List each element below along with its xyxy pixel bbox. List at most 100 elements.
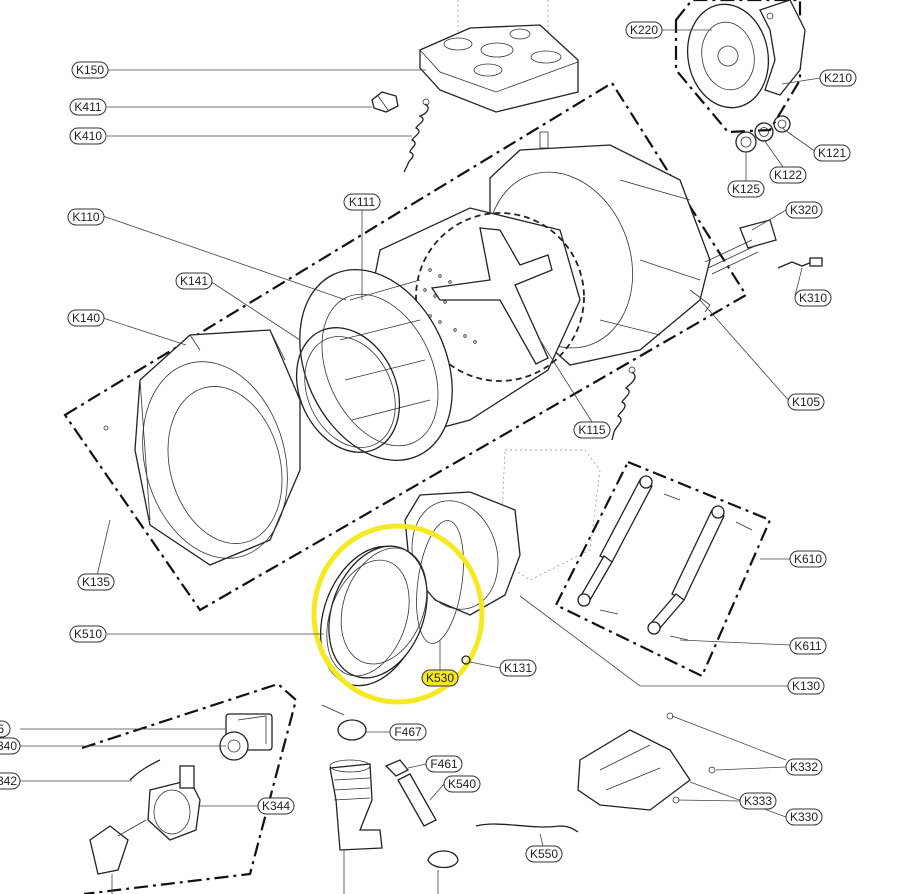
- svg-text:342: 342: [0, 774, 17, 788]
- lower-spring-part: [611, 366, 636, 441]
- label-K122: K122: [769, 166, 807, 184]
- k530-highlight-circle: [311, 523, 485, 705]
- label-K332: K332: [785, 758, 823, 776]
- shock-absorber-2: [647, 505, 753, 641]
- label-K611: K611: [789, 637, 827, 655]
- svg-text:K410: K410: [74, 129, 102, 143]
- bracket-part: [577, 712, 716, 811]
- svg-text:K135: K135: [82, 575, 110, 589]
- svg-text:K611: K611: [794, 639, 821, 653]
- label-K342: 342: [0, 772, 21, 790]
- label-K140: K140: [67, 309, 105, 327]
- svg-text:K122: K122: [774, 168, 802, 182]
- temp-sensor-part: [777, 257, 823, 269]
- hose-clamp-part: [321, 704, 367, 741]
- part-labels: K150 K411 K410 K110 K111 K141 K140 K135 …: [0, 21, 857, 863]
- svg-text:K333: K333: [744, 794, 772, 808]
- svg-text:K550: K550: [530, 847, 558, 861]
- svg-text:K610: K610: [794, 552, 822, 566]
- upper-spring-part: [403, 98, 430, 173]
- label-K320: K320: [785, 201, 823, 219]
- svg-text:K330: K330: [790, 810, 818, 824]
- label-F461: F461: [425, 755, 463, 773]
- label-K540: K540: [443, 775, 481, 793]
- svg-text:K220: K220: [630, 23, 658, 37]
- drain-bellow-part: [329, 759, 383, 851]
- svg-text:340: 340: [0, 739, 17, 753]
- heater-part: [704, 219, 777, 275]
- top-panel-part: [419, 0, 579, 113]
- svg-text:K115: K115: [578, 423, 605, 437]
- label-K141: K141: [175, 272, 213, 290]
- label-K410: K410: [69, 127, 107, 145]
- shock-absorber-1: [577, 475, 681, 615]
- door-gasket-part: [319, 545, 428, 687]
- svg-text:K344: K344: [262, 799, 290, 813]
- drum-front-ring-part: [299, 269, 453, 461]
- front-tub-part: [103, 329, 301, 566]
- pump-filter-part: [89, 819, 147, 875]
- label-K130: K130: [787, 677, 825, 695]
- label-K131: K131: [499, 659, 537, 677]
- label-K510: K510: [69, 625, 107, 643]
- air-chamber-part: [397, 773, 437, 827]
- label-K210: K210: [819, 69, 857, 87]
- label-K110: K110: [67, 208, 105, 226]
- svg-text:K210: K210: [824, 71, 852, 85]
- label-K330: K330: [785, 808, 823, 826]
- svg-text:K150: K150: [76, 63, 104, 77]
- label-K105: K105: [787, 393, 825, 411]
- svg-text:K110: K110: [72, 210, 99, 224]
- pump-group-box: [81, 682, 298, 894]
- rotor-part: [686, 3, 770, 109]
- svg-text:K111: K111: [349, 195, 376, 209]
- svg-text:F461: F461: [430, 757, 458, 771]
- label-K220: K220: [625, 21, 663, 39]
- svg-text:K131: K131: [504, 661, 532, 675]
- svg-text:K411: K411: [74, 100, 101, 114]
- tub-assembly-group-box: [63, 81, 748, 612]
- svg-text:K310: K310: [799, 291, 827, 305]
- svg-text:K332: K332: [790, 760, 818, 774]
- svg-text:K130: K130: [792, 679, 820, 693]
- label-K550: K550: [525, 845, 563, 863]
- label-K610: K610: [789, 550, 827, 568]
- label-K344: K344: [257, 797, 295, 815]
- label-K111: K111: [343, 193, 381, 211]
- label-K346: 6: [0, 720, 11, 738]
- label-K125: K125: [727, 180, 765, 198]
- svg-text:K140: K140: [72, 311, 100, 325]
- svg-text:K540: K540: [448, 777, 476, 791]
- label-K121: K121: [813, 144, 851, 162]
- svg-text:K141: K141: [180, 274, 208, 288]
- svg-text:K121: K121: [818, 146, 846, 160]
- screw-part: [461, 655, 471, 665]
- svg-text:K320: K320: [790, 203, 818, 217]
- label-K135: K135: [77, 573, 115, 591]
- damper-group-box: [554, 460, 772, 678]
- label-F467: F467: [389, 723, 427, 741]
- tube-part: [475, 823, 579, 833]
- tub-gasket-ring-part: [295, 327, 401, 453]
- label-K333: K333: [739, 792, 777, 810]
- stator-part: [759, 0, 806, 96]
- bottom-clamp-part: [427, 850, 459, 869]
- bearing-parts: [735, 115, 791, 153]
- drain-pump-part: [219, 713, 273, 761]
- gasket-clamp-wire-part: [416, 520, 464, 644]
- valve-clamp-part: [384, 759, 410, 777]
- svg-text:K510: K510: [74, 627, 102, 641]
- svg-text:K125: K125: [732, 182, 760, 196]
- label-K150: K150: [71, 61, 109, 79]
- label-K310: K310: [794, 289, 832, 307]
- pump-filter-housing-part: [147, 765, 201, 841]
- svg-text:F467: F467: [394, 725, 422, 739]
- svg-text:K530: K530: [426, 671, 454, 685]
- drain-hose-part: [129, 759, 161, 781]
- svg-text:K105: K105: [792, 395, 820, 409]
- label-K340: 340: [0, 737, 21, 755]
- label-K411: K411: [69, 98, 107, 116]
- motor-group-box: [674, 0, 802, 134]
- clip-part: [371, 91, 399, 113]
